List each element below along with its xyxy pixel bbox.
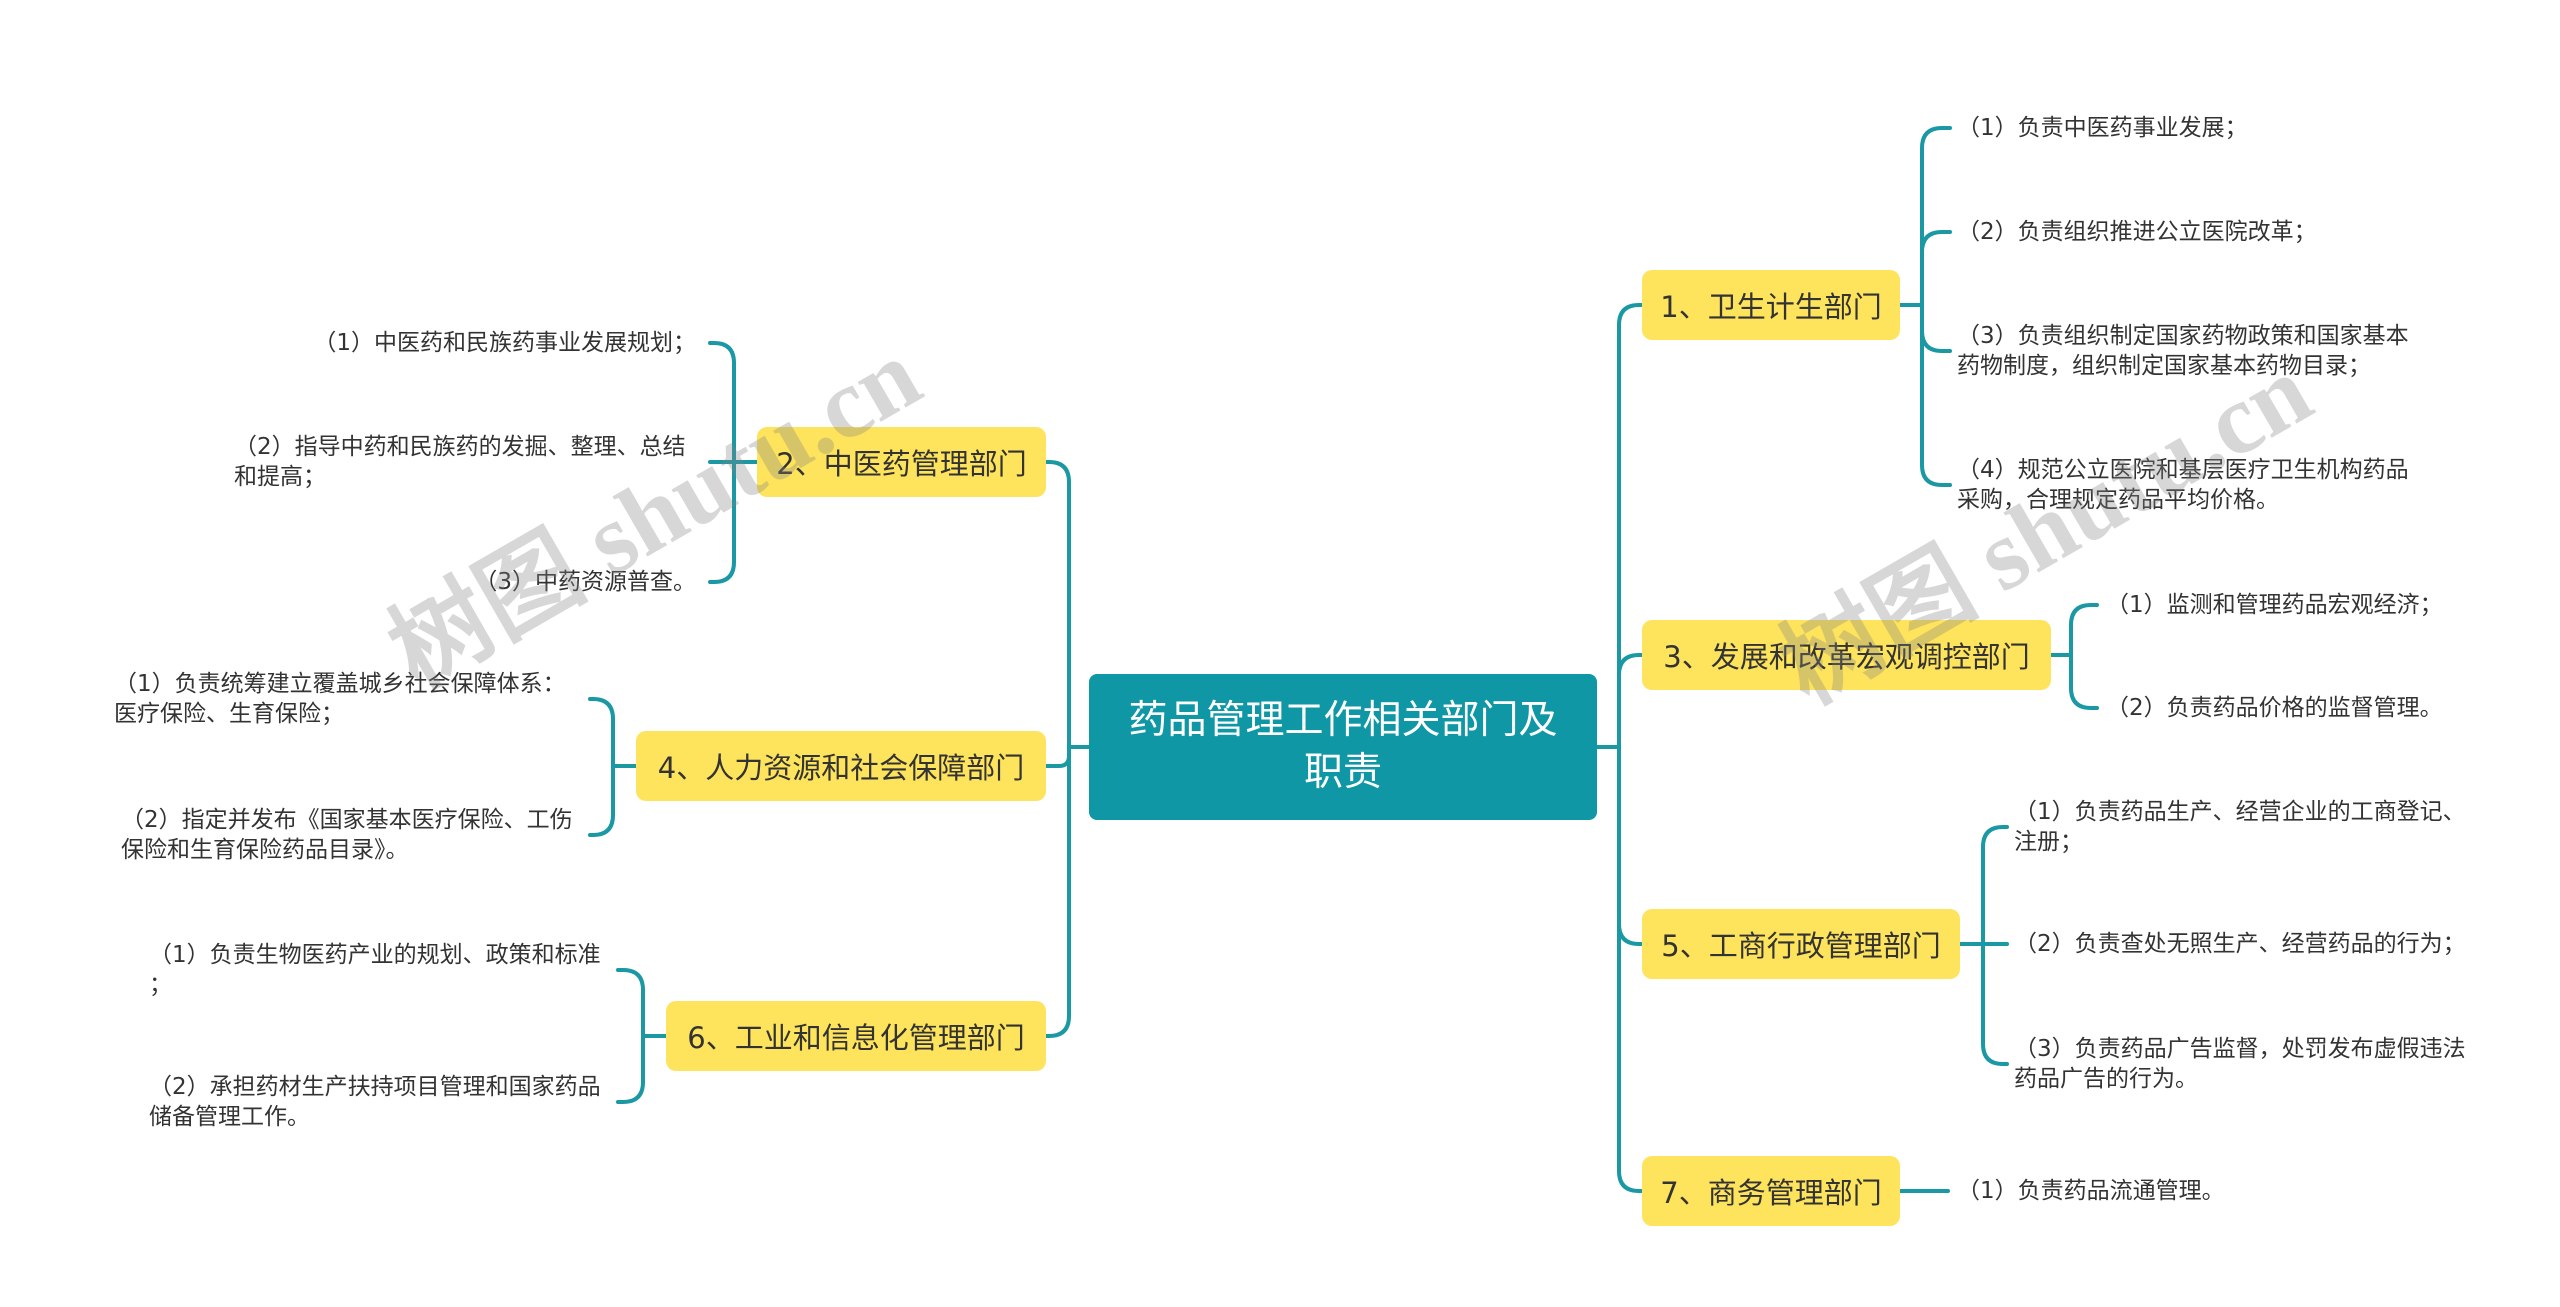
- duty-line: （1）中医药和民族药事业发展规划；: [313, 330, 696, 356]
- connector-line: [708, 341, 759, 464]
- duty-item[interactable]: （1）负责中医药事业发展；: [1957, 113, 2248, 143]
- connector-line: [1898, 303, 1952, 353]
- duty-item[interactable]: （2）承担药材生产扶持项目管理和国家药品 储备管理工作。: [149, 1072, 609, 1132]
- connector-line: [1898, 303, 1952, 487]
- duty-line: 采购，合理规定药品平均价格。: [1957, 487, 2279, 513]
- duty-line: 注册；: [2014, 829, 2083, 855]
- department-node-4[interactable]: 4、人力资源和社会保障部门: [636, 731, 1046, 801]
- department-node-3[interactable]: 3、发展和改革宏观调控部门: [1642, 620, 2051, 690]
- connector-line: [1898, 126, 1952, 307]
- duty-line: （2）指定并发布《国家基本医疗保险、工伤: [121, 807, 573, 833]
- connector-line: [708, 460, 759, 584]
- connector-line: [2049, 603, 2099, 657]
- connector-line: [616, 1034, 668, 1104]
- root-title-line: 药品管理工作相关部门及: [1128, 698, 1558, 743]
- duty-line: （3）负责组织制定国家药物政策和国家基本: [1957, 323, 2409, 349]
- connector-line: [1044, 745, 1091, 1038]
- department-node-6[interactable]: 6、工业和信息化管理部门: [666, 1001, 1046, 1071]
- department-node-5[interactable]: 5、工商行政管理部门: [1642, 909, 1960, 979]
- connector-line: [588, 697, 638, 768]
- duty-item[interactable]: （1）负责药品生产、经营企业的工商登记、 注册；: [2014, 797, 2466, 857]
- duty-line: （2）指导中药和民族药的发掘、整理、总结: [234, 434, 686, 460]
- duty-item[interactable]: （2）负责组织推进公立医院改革；: [1957, 217, 2317, 247]
- duty-line: 保险和生育保险药品目录》。: [121, 837, 409, 863]
- duty-line: ；: [149, 972, 172, 998]
- duty-line: （3）负责药品广告监督，处罚发布虚假违法: [2014, 1036, 2466, 1062]
- connector-line: [2049, 653, 2099, 710]
- duty-item[interactable]: （2）负责查处无照生产、经营药品的行为；: [2014, 929, 2466, 959]
- duty-item[interactable]: （1）监测和管理药品宏观经济；: [2106, 590, 2443, 620]
- duty-line: （2）负责查处无照生产、经营药品的行为；: [2014, 931, 2466, 957]
- duty-item[interactable]: （1）负责统筹建立覆盖城乡社会保障体系： 医疗保险、生育保险；: [114, 669, 584, 729]
- department-node-2[interactable]: 2、中医药管理部门: [757, 427, 1046, 497]
- duty-line: 和提高；: [234, 464, 326, 490]
- duty-line: （1）负责中医药事业发展；: [1957, 115, 2248, 141]
- duty-item[interactable]: （1）中医药和民族药事业发展规划；: [300, 328, 696, 358]
- duty-line: （2）负责药品价格的监督管理。: [2106, 695, 2443, 721]
- duty-line: （4）规范公立医院和基层医疗卫生机构药品: [1957, 457, 2409, 483]
- root-topic[interactable]: 药品管理工作相关部门及 职责: [1089, 674, 1597, 820]
- department-node-7[interactable]: 7、商务管理部门: [1642, 1156, 1900, 1226]
- connector-line: [1958, 942, 2009, 1066]
- connector-line: [1044, 460, 1091, 749]
- duty-item[interactable]: （2）指定并发布《国家基本医疗保险、工伤 保险和生育保险药品目录》。: [121, 805, 591, 865]
- duty-item[interactable]: （3）负责药品广告监督，处罚发布虚假违法 药品广告的行为。: [2014, 1034, 2466, 1094]
- duty-line: 药品广告的行为。: [2014, 1066, 2198, 1092]
- duty-line: 储备管理工作。: [149, 1104, 310, 1130]
- connector-line: [588, 764, 638, 837]
- connector-line: [1595, 653, 1644, 749]
- connector-line: [1958, 825, 2009, 946]
- connector-line: [616, 968, 668, 1038]
- duty-line: （2）负责组织推进公立医院改革；: [1957, 219, 2317, 245]
- connector-line: [1595, 745, 1644, 1193]
- duty-item[interactable]: （3）中药资源普查。: [400, 567, 696, 597]
- duty-line: 药物制度，组织制定国家基本药物目录；: [1957, 353, 2371, 379]
- duty-item[interactable]: （4）规范公立医院和基层医疗卫生机构药品 采购，合理规定药品平均价格。: [1957, 455, 2409, 515]
- department-node-1[interactable]: 1、卫生计生部门: [1642, 270, 1900, 340]
- root-title-line: 职责: [1303, 750, 1382, 795]
- duty-item[interactable]: （2）指导中药和民族药的发掘、整理、总结 和提高；: [234, 432, 700, 492]
- duty-item[interactable]: （3）负责组织制定国家药物政策和国家基本 药物制度，组织制定国家基本药物目录；: [1957, 321, 2409, 381]
- duty-item[interactable]: （1）负责生物医药产业的规划、政策和标准 ；: [149, 940, 609, 1000]
- duty-line: （1）负责生物医药产业的规划、政策和标准: [149, 942, 601, 968]
- connector-line: [1595, 303, 1644, 749]
- duty-line: （2）承担药材生产扶持项目管理和国家药品: [149, 1074, 601, 1100]
- duty-item[interactable]: （2）负责药品价格的监督管理。: [2106, 693, 2443, 723]
- duty-line: （1）负责统筹建立覆盖城乡社会保障体系：: [114, 671, 566, 697]
- duty-line: （1）监测和管理药品宏观经济；: [2106, 592, 2443, 618]
- duty-line: 医疗保险、生育保险；: [114, 701, 344, 727]
- duty-line: （3）中药资源普查。: [474, 569, 696, 595]
- duty-line: （1）负责药品生产、经营企业的工商登记、: [2014, 799, 2466, 825]
- duty-line: （1）负责药品流通管理。: [1957, 1178, 2225, 1204]
- duty-item[interactable]: （1）负责药品流通管理。: [1957, 1176, 2225, 1206]
- connector-line: [1898, 230, 1952, 307]
